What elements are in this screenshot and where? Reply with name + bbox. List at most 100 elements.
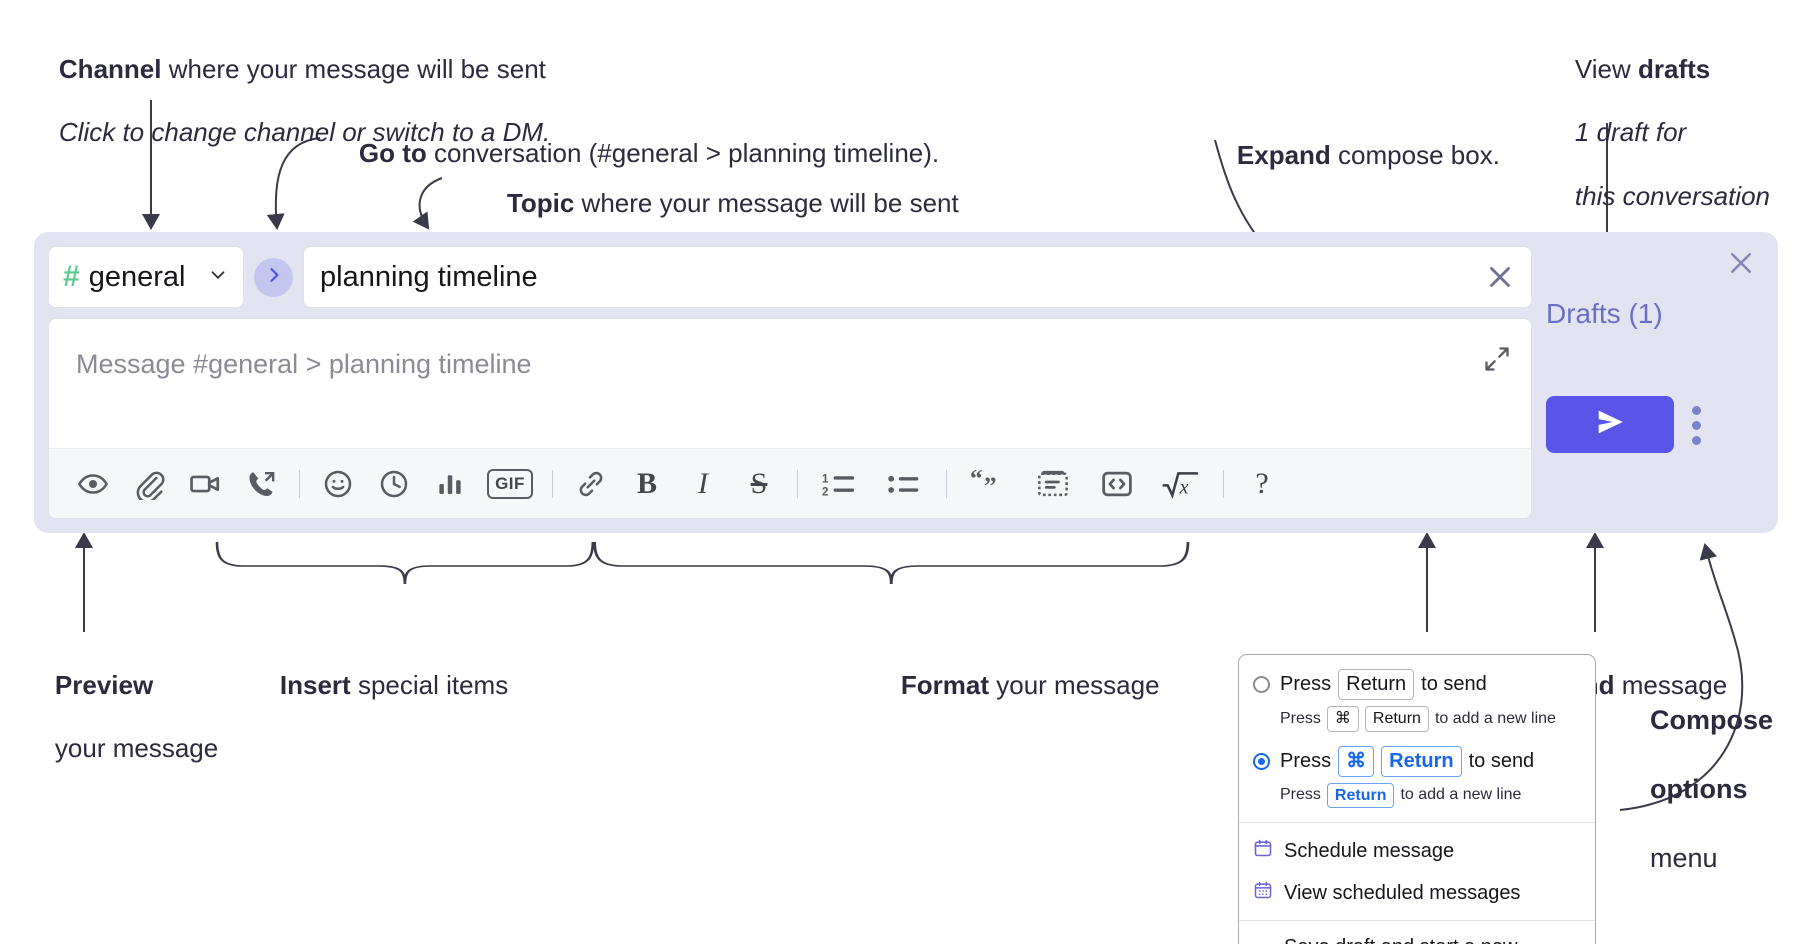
annotation-topic-bold: Topic	[506, 187, 575, 218]
go-to-conversation-button[interactable]	[254, 257, 293, 297]
annotation-compose-normal: menu	[1650, 842, 1718, 873]
option2-sub-post: to add a new line	[1400, 786, 1522, 804]
menu-item-label: Schedule message	[1284, 839, 1455, 862]
separator	[552, 469, 553, 498]
attachment-icon[interactable]	[127, 462, 171, 506]
annotation-insert-bold: Insert	[279, 669, 351, 700]
bulleted-list-icon[interactable]	[878, 462, 930, 506]
key-return: Return	[1381, 745, 1462, 777]
annotation-goto: Go to conversation (#general > planning …	[330, 106, 939, 201]
key-return: Return	[1338, 669, 1415, 700]
radio-button[interactable]	[1253, 676, 1270, 693]
message-input-box[interactable]: Message #general > planning timeline	[48, 318, 1532, 519]
annotation-insert: Insert special items	[251, 638, 508, 733]
dot	[1692, 406, 1701, 415]
dot	[1692, 421, 1701, 430]
gif-icon[interactable]: GIF	[484, 462, 536, 506]
schedule-group: Schedule message View scheduled messages	[1239, 823, 1595, 920]
menu-item-label: View scheduled messages	[1284, 881, 1521, 904]
audio-clip-icon[interactable]	[239, 462, 283, 506]
dot	[1692, 436, 1701, 445]
topic-input[interactable]: planning timeline	[303, 246, 1532, 308]
menu-item-label: Save draft and start a new message	[1284, 936, 1581, 944]
link-icon[interactable]	[569, 462, 613, 506]
annotation-expand: Expand compose box.	[1208, 108, 1500, 203]
compose-panel: # general planning timeline	[34, 232, 1778, 533]
option1-sub-pre: Press	[1280, 709, 1321, 727]
annotation-channel-rest: where your message will be sent	[161, 53, 546, 84]
radio-button-selected[interactable]	[1253, 752, 1270, 770]
option2-subtext: Press Return to add a new line	[1239, 779, 1595, 813]
key-command: ⌘	[1338, 745, 1375, 777]
svg-text:1: 1	[822, 473, 829, 485]
italic-label: I	[698, 466, 708, 500]
option-press-cmd-return-to-send[interactable]: Press ⌘ Return to send	[1239, 744, 1595, 779]
send-shortcut-options: Press Return to send Press ⌘ Return to a…	[1239, 655, 1595, 822]
annotation-drafts-line3: this conversation	[1574, 180, 1771, 211]
math-icon[interactable]: x	[1155, 462, 1207, 506]
annotation-format-bold: Format	[900, 669, 990, 700]
schedule-icon[interactable]	[372, 462, 416, 506]
annotation-channel-italic: Click to change channel or switch to a D…	[58, 117, 551, 148]
annotation-format-rest: your message	[989, 669, 1160, 700]
menu-item-save-draft[interactable]: Save draft and start a new message	[1239, 925, 1595, 944]
svg-text:2: 2	[822, 486, 828, 498]
menu-item-view-scheduled-messages[interactable]: View scheduled messages	[1239, 872, 1595, 914]
separator	[797, 469, 798, 498]
poll-icon[interactable]	[428, 462, 472, 506]
annotation-expand-rest: compose box.	[1330, 139, 1500, 170]
option2-post: to send	[1468, 749, 1535, 772]
option-press-return-to-send[interactable]: Press Return to send	[1239, 667, 1595, 702]
svg-text:“: “	[970, 467, 983, 493]
svg-text:x: x	[1179, 476, 1189, 498]
expand-icon[interactable]	[1483, 345, 1511, 378]
inline-code-icon[interactable]	[1091, 462, 1143, 506]
strikethrough-label: S	[750, 466, 768, 500]
panel-close-button[interactable]	[1726, 248, 1756, 283]
annotation-format: Format your message	[872, 638, 1160, 733]
annotation-compose-bold2: options	[1650, 773, 1748, 804]
channel-selector[interactable]: # general	[48, 246, 244, 308]
option1-pre: Press	[1280, 673, 1332, 695]
message-placeholder: Message #general > planning timeline	[76, 349, 532, 379]
drafts-link[interactable]: Drafts (1)	[1546, 298, 1663, 329]
code-block-icon[interactable]	[1027, 462, 1079, 506]
chevron-down-icon	[207, 264, 229, 291]
annotation-topic: Topic where your message will be sent	[478, 156, 959, 251]
video-clip-icon[interactable]	[183, 462, 227, 506]
option1-sub-post: to add a new line	[1434, 709, 1556, 727]
separator	[1223, 469, 1224, 498]
annotation-goto-rest: conversation (#general > planning timeli…	[426, 137, 940, 168]
formatting-help-icon[interactable]: ?	[1240, 462, 1284, 506]
emoji-icon[interactable]	[316, 462, 360, 506]
ordered-list-icon[interactable]: 1 2	[814, 462, 866, 506]
close-icon[interactable]	[1483, 260, 1517, 294]
bold-label: B	[636, 466, 657, 500]
compose-options-button[interactable]	[1692, 406, 1701, 451]
compose-options-menu: Press Return to send Press ⌘ Return to a…	[1238, 654, 1596, 944]
help-label: ?	[1255, 466, 1269, 500]
menu-item-schedule-message[interactable]: Schedule message	[1239, 827, 1595, 872]
annotation-expand-bold: Expand	[1236, 139, 1331, 170]
annotation-drafts: View drafts 1 draft for this conversatio…	[1546, 22, 1770, 244]
menu-divider	[1239, 920, 1595, 922]
annotation-compose-options: Compose options menu	[1620, 668, 1773, 910]
annotation-preview-rest: your message	[54, 733, 219, 764]
blockquote-icon[interactable]: “ ”	[963, 462, 1015, 506]
annotation-preview: Preview your message	[26, 638, 218, 797]
preview-icon[interactable]	[71, 462, 115, 506]
separator	[946, 469, 947, 498]
annotation-channel: Channel where your message will be sent …	[30, 22, 550, 181]
bold-icon[interactable]: B	[625, 462, 669, 506]
option1-post: to send	[1421, 673, 1487, 695]
topic-value: planning timeline	[320, 260, 538, 293]
formatting-toolbar: GIF B	[49, 448, 1531, 518]
key-return: Return	[1364, 706, 1429, 732]
italic-icon[interactable]: I	[681, 462, 725, 506]
strikethrough-icon[interactable]: S	[737, 462, 781, 506]
annotation-topic-rest: where your message will be sent	[574, 187, 959, 218]
send-button[interactable]	[1546, 396, 1674, 453]
separator	[299, 469, 300, 498]
draft-group: Save draft and start a new message	[1239, 921, 1595, 944]
compose-header-row: # general planning timeline	[48, 246, 1532, 308]
